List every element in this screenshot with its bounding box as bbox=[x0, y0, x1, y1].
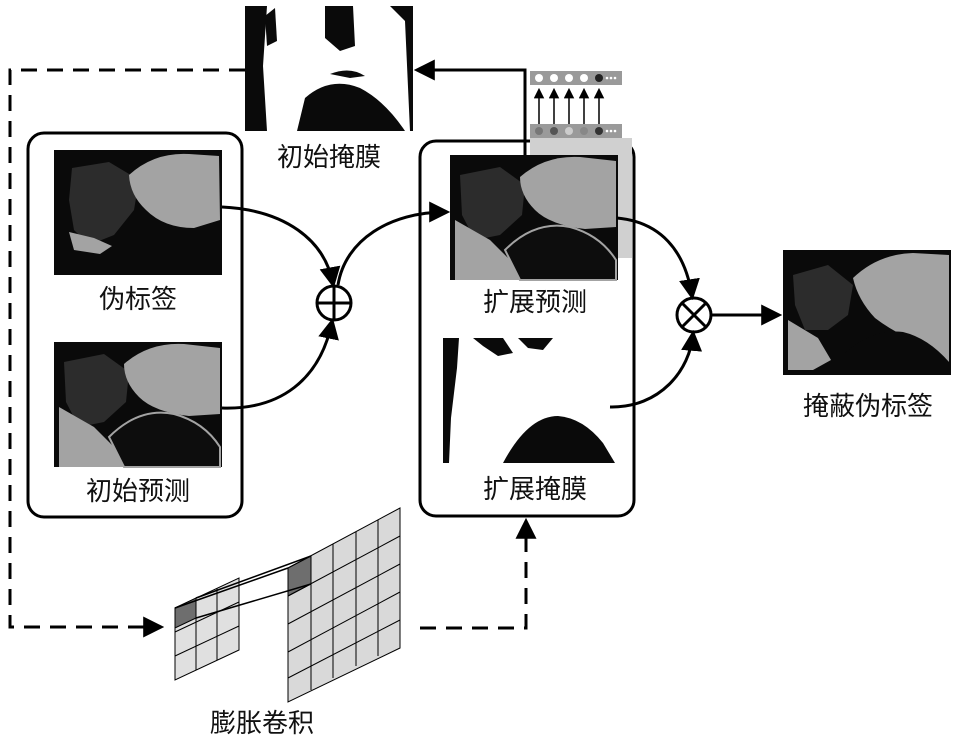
dashed-arrows bbox=[8, 68, 537, 638]
expanded-mask-caption: 扩展掩膜 bbox=[483, 475, 587, 505]
expanded-mask-to-multiply-arrow bbox=[609, 329, 703, 409]
add-to-expanded-arrow bbox=[336, 201, 451, 286]
expanded-pred-to-multiply-arrow bbox=[616, 216, 700, 301]
prediction-to-add-arrow bbox=[221, 317, 339, 410]
middle-group-box bbox=[418, 139, 636, 518]
pseudo-to-add-arrow bbox=[221, 205, 341, 289]
dilated-conv-connectors bbox=[174, 555, 312, 619]
dilated-conv-to-expanded-mask-arrow bbox=[420, 517, 537, 630]
initial-prediction-image bbox=[53, 341, 223, 468]
solid-arrows bbox=[221, 59, 783, 410]
masked-pseudo-label-image bbox=[783, 250, 951, 375]
dilated-convolution-caption: 膨胀卷积 bbox=[210, 709, 314, 739]
feature-vector-top bbox=[530, 71, 622, 85]
masked-pseudo-label-caption: 掩蔽伪标签 bbox=[803, 392, 933, 422]
initial-prediction-caption: 初始预测 bbox=[86, 477, 190, 507]
feature-vector-arrows bbox=[533, 87, 605, 124]
add-operator bbox=[315, 284, 353, 322]
multiply-operator bbox=[675, 296, 713, 334]
initial-mask-caption: 初始掩膜 bbox=[277, 143, 381, 173]
expanded-prediction-caption: 扩展预测 bbox=[483, 288, 587, 318]
left-group-box bbox=[26, 131, 244, 519]
pseudo-label-caption: 伪标签 bbox=[99, 285, 177, 315]
expanded-to-initial-mask-arrow bbox=[413, 59, 527, 155]
expanded-mask-image bbox=[443, 338, 615, 463]
feature-vector-bottom bbox=[530, 124, 622, 138]
dilated-conv-large-grid bbox=[287, 507, 401, 703]
pseudo-label-image bbox=[54, 150, 222, 275]
initial-mask-to-dilated-conv-arrow bbox=[8, 68, 245, 638]
initial-mask-image bbox=[245, 6, 413, 131]
